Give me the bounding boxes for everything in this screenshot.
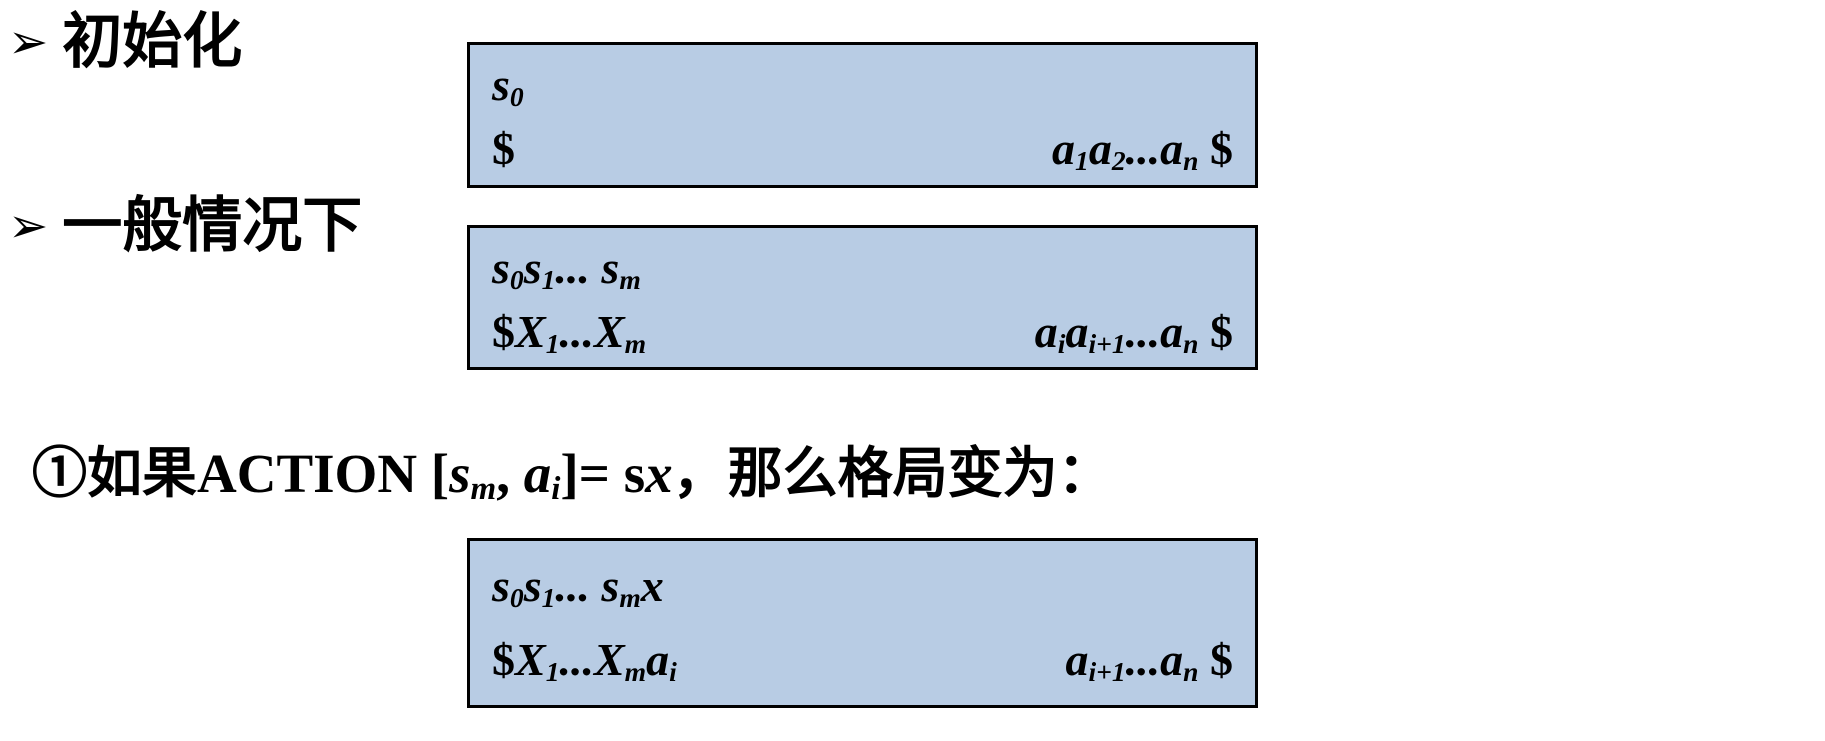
arrow-bullet-icon: ➢	[8, 197, 49, 254]
general-stack-line: s0s1... sm	[492, 242, 641, 296]
initial-symbols-line: $ a1a2...an $	[492, 117, 1233, 181]
general-input-buffer: aiai+1...an $	[1034, 306, 1233, 360]
initial-input-buffer: a1a2...an $	[1052, 123, 1233, 177]
general-symbols-line: $X1...Xm aiai+1...an $	[492, 300, 1233, 364]
shift-symbols-line: $X1...Xmai ai+1...an $	[492, 623, 1233, 697]
shift-symbol-stack: $X1...Xmai	[492, 634, 677, 688]
bullet-general-case: ➢ 一般情况下	[8, 192, 362, 261]
shift-input-buffer: ai+1...an $	[1065, 634, 1233, 688]
bullet-initialization: ➢ 初始化	[8, 8, 242, 77]
bullet-initialization-label: 初始化	[62, 9, 243, 75]
config-box-initial: s0 $ a1a2...an $	[467, 42, 1258, 188]
initial-symbol-stack: $	[492, 123, 515, 174]
initial-stack-line: s0	[492, 59, 524, 113]
shift-action-heading: ①如果ACTION [sm, ai]= sx，那么格局变为：	[32, 443, 1113, 508]
config-box-after-shift: s0s1... smx $X1...Xmai ai+1...an $	[467, 538, 1258, 708]
general-symbol-stack: $X1...Xm	[492, 306, 647, 360]
shift-stack-line: s0s1... smx	[492, 560, 664, 614]
config-box-general: s0s1... sm $X1...Xm aiai+1...an $	[467, 225, 1258, 370]
bullet-general-case-label: 一般情况下	[62, 193, 363, 259]
arrow-bullet-icon: ➢	[8, 13, 49, 70]
